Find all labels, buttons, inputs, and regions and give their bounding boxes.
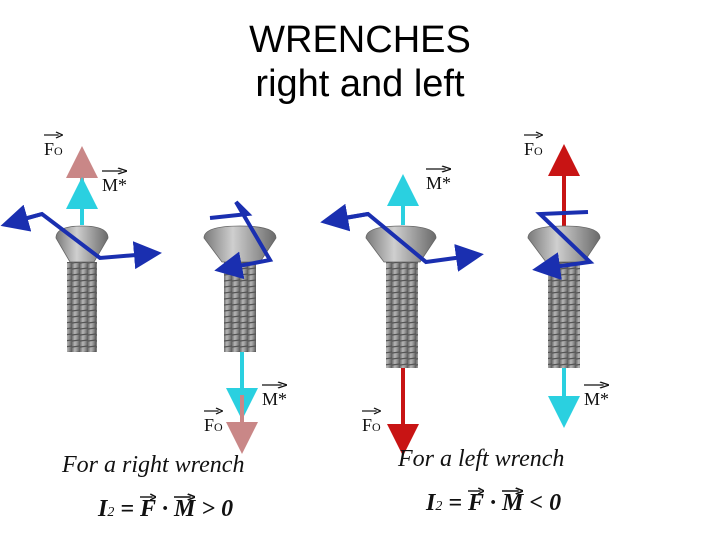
- caption-right-wrench: For a right wrench: [62, 452, 245, 478]
- moment-label-2: M*: [262, 381, 288, 408]
- bolt-shaft-2: [224, 262, 256, 352]
- twist-arrow-2: [209, 200, 274, 280]
- bolt-shaft-4: [548, 262, 580, 368]
- formula-right: I2 = F · M > 0: [98, 493, 234, 522]
- bolt-head-4: [527, 225, 601, 263]
- moment-label-1: M*: [102, 167, 128, 194]
- bolt-shaft-1: [67, 262, 97, 352]
- moment-label-3: M*: [426, 165, 452, 192]
- force-label-1: FO: [44, 131, 63, 160]
- twist-arrow-4: [532, 210, 595, 280]
- formula-left: I2 = F · M < 0: [426, 487, 562, 516]
- title-line-1: WRENCHES: [249, 19, 471, 61]
- caption-left-wrench: For a left wrench: [398, 446, 565, 472]
- bolt-head-3: [365, 225, 437, 263]
- force-label-2: FO: [204, 407, 223, 436]
- slide-title: WRENCHES right and left: [0, 18, 720, 106]
- title-line-2: right and left: [255, 63, 465, 105]
- bolt-shaft-3: [386, 262, 418, 368]
- bolt-1: [0, 146, 162, 352]
- moment-label-4: M*: [584, 381, 610, 408]
- force-label-4: FO: [524, 131, 543, 160]
- bolt-2: [203, 200, 277, 454]
- bolt-4: [527, 144, 601, 428]
- force-label-3: FO: [362, 407, 381, 436]
- bolt-3: [320, 174, 484, 456]
- bolt-head-2: [203, 225, 277, 263]
